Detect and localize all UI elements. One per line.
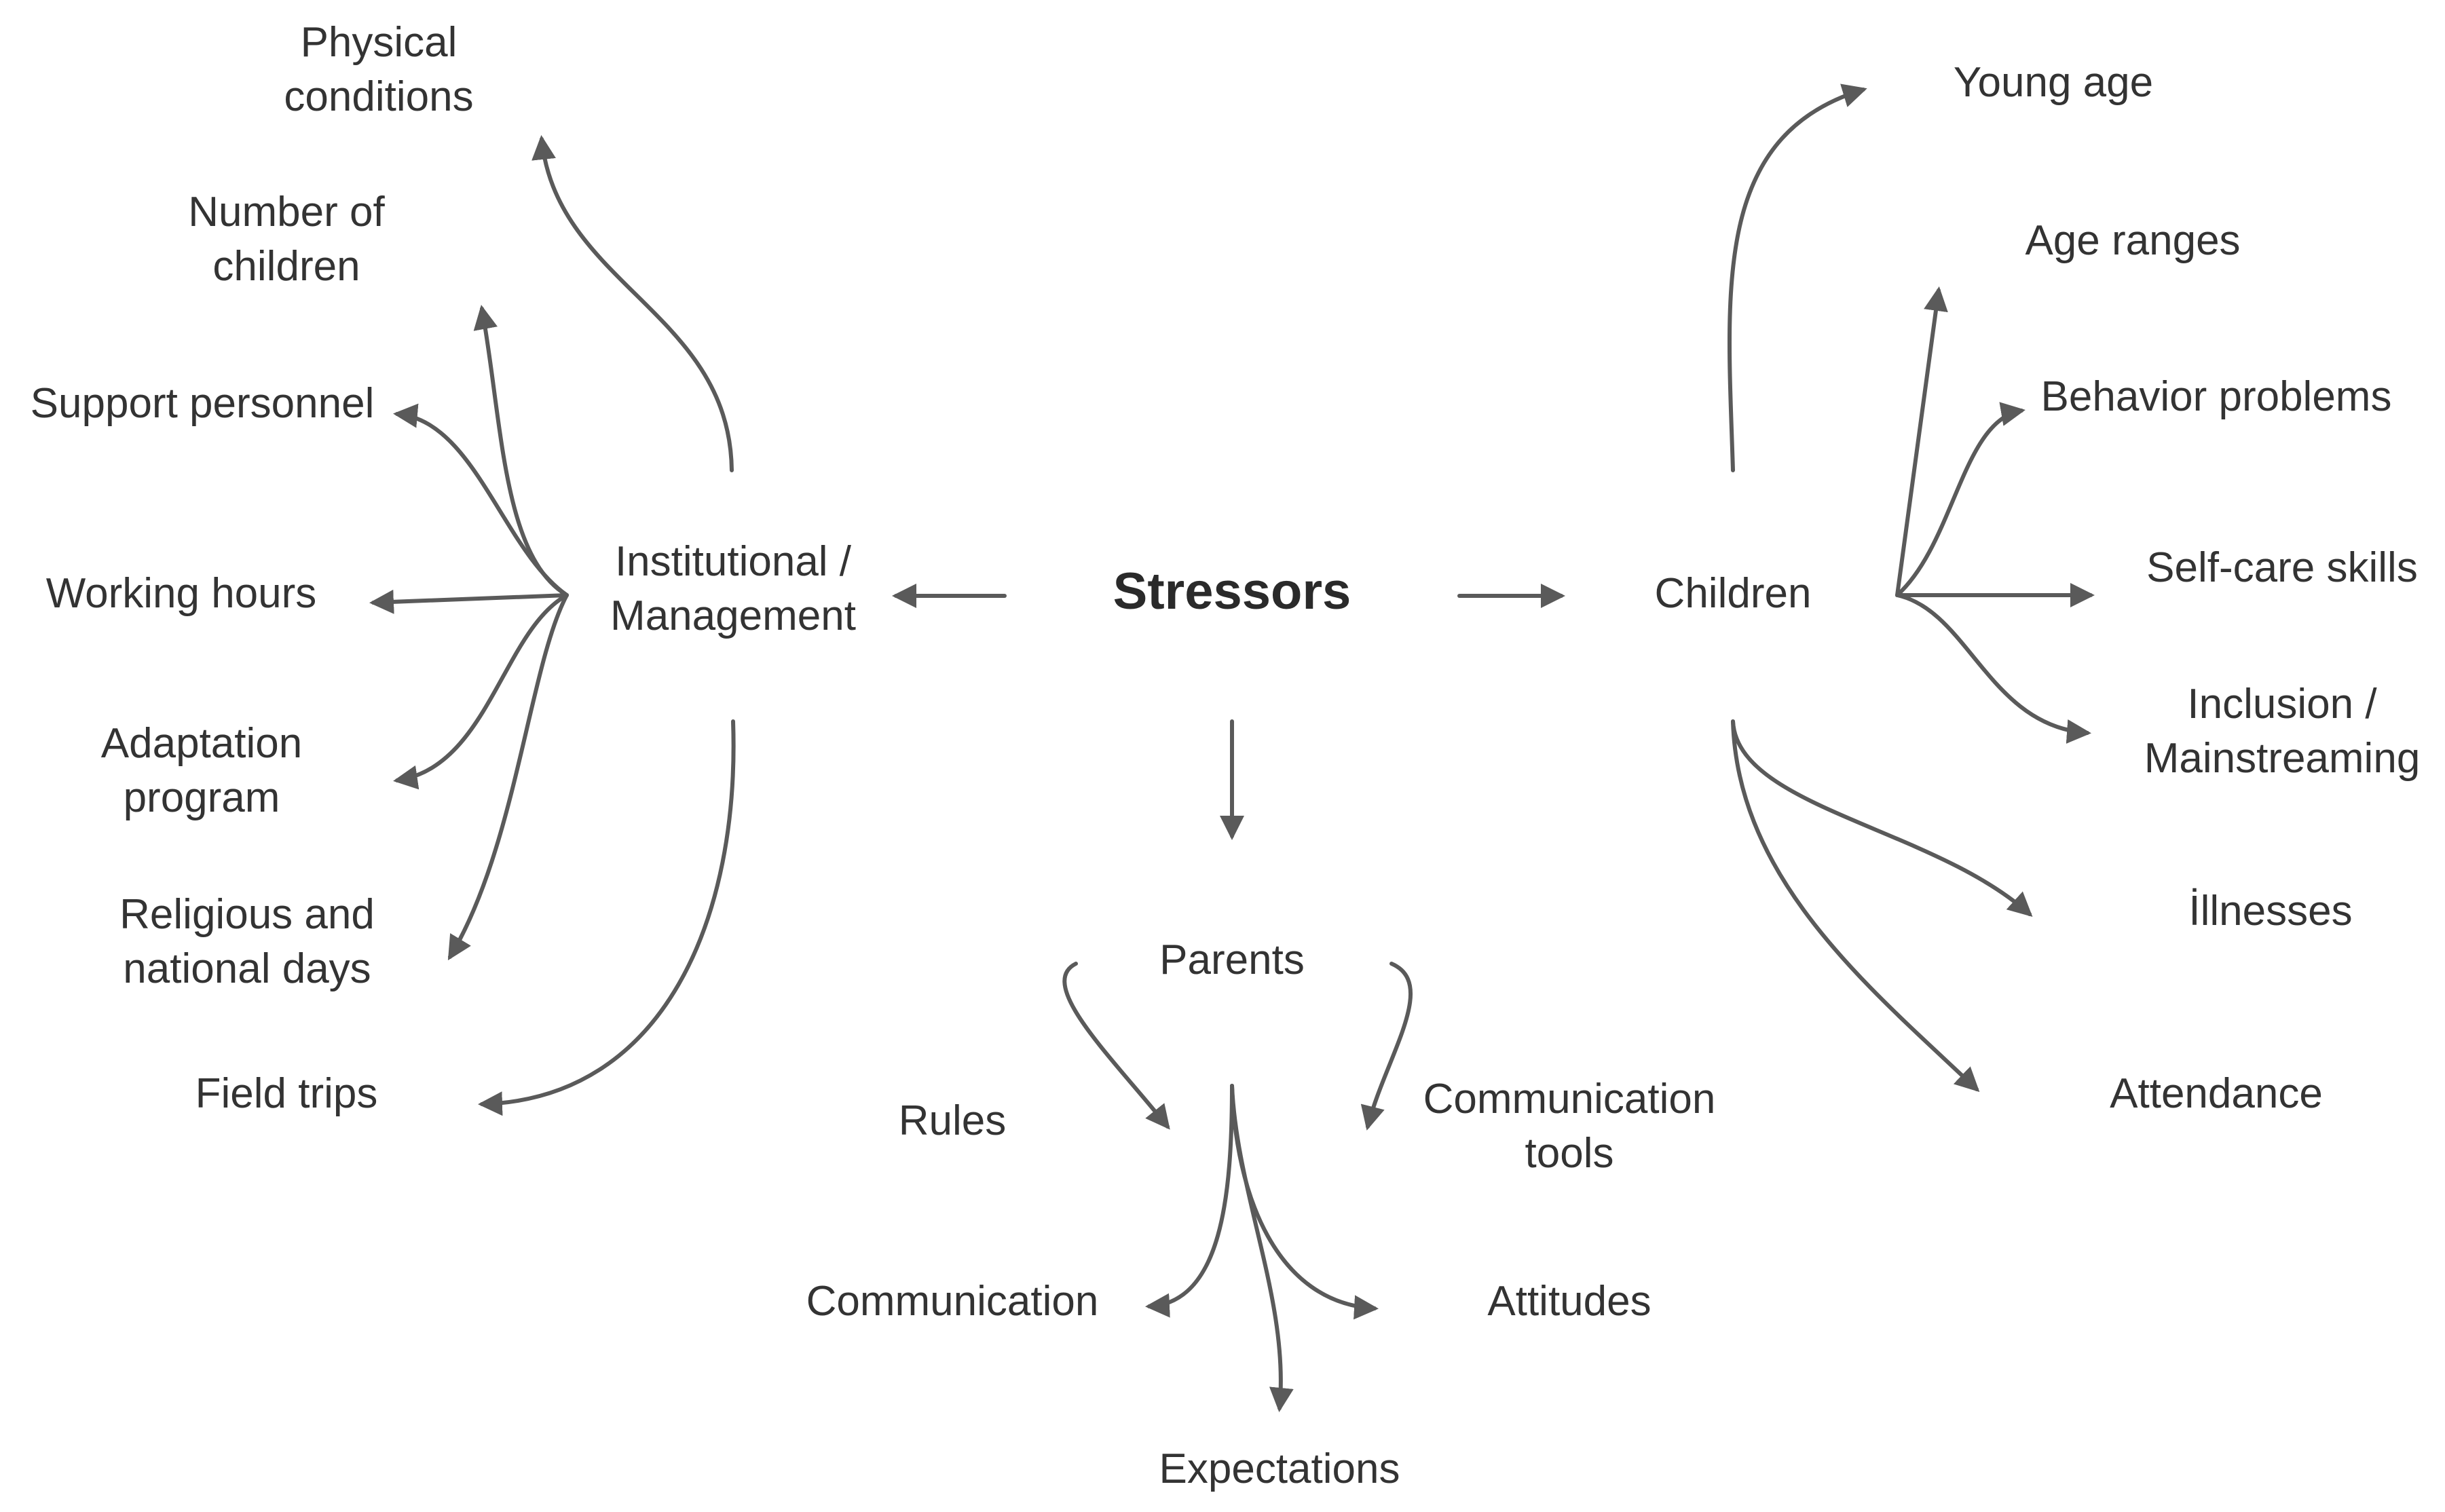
item-age-ranges: Age ranges [2025, 217, 2241, 264]
item-attitudes: Attitudes [1487, 1278, 1651, 1325]
arrow-working-hours [369, 589, 569, 614]
arrow-expectations [1230, 1084, 1294, 1412]
arrow-age-ranges [1895, 286, 1948, 597]
arrow-physical-conditions [531, 135, 734, 472]
arrow-field-trips [478, 719, 736, 1116]
node-parents: Parents [1159, 937, 1305, 983]
item-illnesses: İllnesses [2188, 888, 2353, 934]
arrow-rules [1062, 962, 1170, 1130]
item-support-personnel: Support personnel [30, 380, 375, 427]
arrow-attendance [1731, 719, 1980, 1093]
item-attendance: Attendance [2110, 1070, 2323, 1117]
node-children: Children [1654, 570, 1812, 617]
item-rules: Rules [898, 1097, 1007, 1144]
item-religious-national-days: Religious and national days [119, 891, 375, 992]
item-working-hours: Working hours [45, 570, 317, 617]
arrow-young-age [1727, 83, 1867, 472]
item-behavior-problems: Behavior problems [2040, 373, 2392, 420]
item-self-care-skills: Self-care skills [2146, 544, 2418, 591]
arrow-communication-tools [1360, 962, 1413, 1131]
item-young-age: Young age [1953, 59, 2154, 106]
arrow-communication [1145, 1084, 1234, 1318]
node-institutional-management: Institutional / Management [610, 538, 856, 639]
item-expectations: Expectations [1159, 1445, 1400, 1492]
item-physical-conditions: Physical conditions [284, 19, 474, 120]
item-communication: Communication [806, 1278, 1099, 1325]
arrow-attitudes [1230, 1084, 1379, 1320]
arrow-support-personnel [393, 403, 569, 597]
item-communication-tools: Communication tools [1423, 1076, 1716, 1177]
item-number-of-children: Number of children [188, 189, 385, 290]
arrow-illnesses [1731, 719, 2033, 918]
item-adaptation-program: Adaptation program [100, 720, 303, 821]
item-inclusion-mainstreaming: Inclusion / Mainstreaming [2144, 681, 2421, 782]
arrow-inclusion-mainstreaming [1895, 593, 2091, 744]
center-node-stressors: Stressors [1113, 563, 1351, 620]
arrow-behavior-problems [1895, 402, 2026, 597]
arrow-religious-national-days [447, 593, 569, 961]
arrow-adaptation-program [393, 593, 569, 790]
item-field-trips: Field trips [195, 1070, 378, 1117]
